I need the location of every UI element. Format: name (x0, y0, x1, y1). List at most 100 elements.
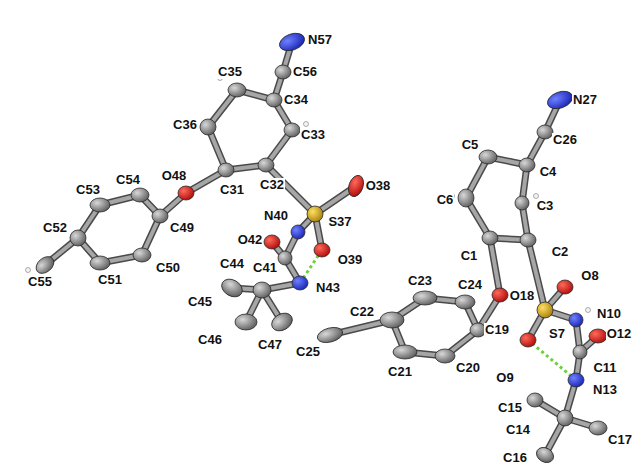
carbon-atom (200, 119, 216, 135)
oxygen-atom (178, 186, 194, 200)
atom-label: C35 (217, 65, 243, 79)
atom-label: C22 (349, 305, 375, 319)
oxygen-atom (492, 288, 508, 302)
carbon-atom (413, 291, 437, 305)
carbon-atom (133, 248, 151, 262)
oxygen-atom (346, 173, 367, 198)
carbon-atom (266, 93, 282, 107)
nitrogen-atom (292, 276, 308, 290)
atom-label: C52 (42, 221, 68, 235)
atom-label: C4 (539, 165, 558, 179)
atom-label: C51 (97, 273, 123, 287)
nitrogen-atom (277, 30, 307, 54)
atom-label: C32 (259, 178, 285, 192)
carbon-atom (537, 125, 553, 139)
bond-outline (45, 42, 598, 455)
hydrogen-atom (26, 268, 31, 273)
atom-label: C36 (172, 118, 198, 132)
carbon-atom (131, 188, 149, 202)
oxygen-atom (314, 243, 330, 257)
nitrogen-atom (545, 88, 575, 112)
oxygen-atom (557, 280, 573, 294)
carbon-atom (589, 421, 607, 435)
atom-label: C19 (484, 323, 510, 337)
carbon-atom (557, 410, 573, 426)
carbon-atom (393, 345, 417, 359)
carbon-atom (458, 189, 474, 207)
carbon-atom (90, 256, 110, 270)
oxygen-atom (520, 333, 536, 347)
atom-label: C6 (436, 193, 455, 207)
carbon-atom (258, 158, 274, 172)
carbon-atom (520, 233, 536, 247)
atom-label: C44 (219, 257, 245, 271)
atoms (33, 30, 607, 466)
atom-label: C34 (283, 93, 309, 107)
carbon-atom (33, 253, 57, 277)
hydrogen-bond (528, 340, 576, 380)
atom-label: C15 (497, 401, 523, 415)
carbon-atom (316, 325, 345, 345)
carbon-atom (253, 282, 271, 298)
sulfur-atom (537, 302, 553, 318)
atom-label: C45 (187, 295, 213, 309)
atom-label: N27 (572, 93, 598, 107)
atom-label: O12 (606, 327, 633, 341)
atom-label: C23 (407, 274, 433, 288)
atom-label: C55 (27, 275, 53, 289)
atom-label: C3 (536, 199, 555, 213)
carbon-atom (519, 158, 535, 172)
atom-label: N10 (596, 307, 622, 321)
atom-label: C5 (461, 138, 480, 152)
carbon-atom (152, 209, 168, 223)
hydrogen-atom (534, 194, 539, 199)
atom-label: O48 (161, 169, 188, 183)
carbon-atom (228, 83, 246, 97)
atom-label: C26 (552, 133, 578, 147)
atom-label: C25 (295, 345, 321, 359)
atom-label: O38 (365, 179, 392, 193)
atom-label: C50 (155, 261, 181, 275)
hydrogen-atoms (26, 76, 591, 313)
atom-label: S7 (548, 327, 566, 341)
atom-label: C20 (455, 361, 481, 375)
carbon-atom (380, 312, 404, 328)
carbon-atom (482, 231, 498, 245)
atom-label: C54 (115, 173, 141, 187)
atom-label: C46 (197, 333, 223, 347)
carbon-atom (573, 345, 587, 359)
atom-label: C11 (592, 361, 617, 375)
atom-label: C16 (502, 451, 528, 465)
atom-label: O9 (495, 371, 514, 385)
carbon-atom (284, 123, 300, 137)
atom-label: C24 (457, 278, 483, 292)
atom-label: C53 (75, 183, 101, 197)
sulfur-atom (307, 206, 323, 222)
carbon-atom (90, 198, 110, 212)
atom-label: O18 (509, 289, 536, 303)
atom-label: C2 (551, 245, 570, 259)
hydrogen-bond (300, 250, 576, 380)
nitrogen-atom (569, 313, 583, 327)
carbon-atom (275, 65, 291, 79)
oxygen-atom (589, 329, 607, 343)
atom-label: C17 (607, 433, 633, 447)
carbon-atom (455, 295, 475, 309)
atom-label: C41 (252, 261, 278, 275)
carbon-atom (268, 310, 295, 335)
carbon-atom (515, 196, 529, 210)
carbon-atom (435, 349, 455, 363)
atom-label: N43 (315, 281, 341, 295)
atom-label: C56 (292, 65, 318, 79)
carbon-atom (479, 150, 497, 164)
carbon-atom (534, 444, 557, 465)
carbon-atom (527, 393, 543, 407)
atom-label: O42 (237, 233, 264, 247)
carbon-atom (218, 276, 245, 301)
atom-label: C33 (300, 128, 326, 142)
hydrogen-atom (586, 308, 591, 313)
atom-label: C49 (169, 221, 195, 235)
atom-label: C1 (460, 249, 479, 263)
